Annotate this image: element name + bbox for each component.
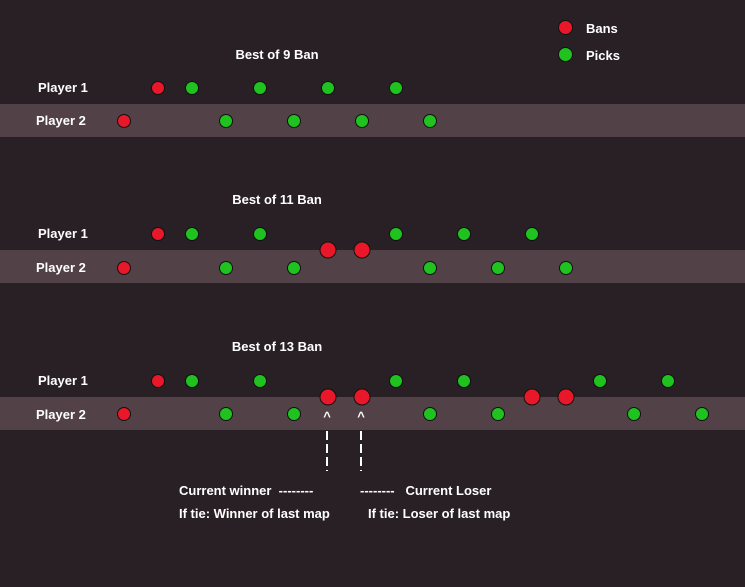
ban-dot [151,227,165,241]
player2-label-bo9: Player 2 [36,113,86,128]
ban-dot [117,407,131,421]
legend-picks-label: Picks [586,48,620,63]
player1-label-bo13: Player 1 [38,373,88,388]
pick-dot [695,407,709,421]
legend-bans-label: Bans [586,21,618,36]
pick-dot [525,227,539,241]
pick-dot [457,374,471,388]
pick-dot [423,407,437,421]
ban-dot [151,81,165,95]
dashed-line-loser [360,431,362,471]
pick-dot [219,407,233,421]
pick-dot [253,227,267,241]
current-winner-label: Current winner -------- [179,483,314,498]
pick-dot [287,261,301,275]
diagram-title-bo9: Best of 9 Ban [235,47,319,62]
diagram-title-bo11: Best of 11 Ban [232,192,322,207]
legend-bans-dot [558,20,573,35]
pick-dot [593,374,607,388]
ban-dot [117,261,131,275]
dashed-line-winner [326,431,328,471]
pick-dot [389,374,403,388]
ban-dot [117,114,131,128]
caret-winner: ^ [323,409,331,424]
pick-dot [559,261,573,275]
pick-dot [423,261,437,275]
pick-dot [491,407,505,421]
diagram-title-bo13: Best of 13 Ban [231,339,323,354]
pick-dot [253,81,267,95]
player2-label-bo13: Player 2 [36,407,86,422]
pick-dot [287,114,301,128]
current-loser-label: -------- Current Loser [360,483,492,498]
pick-dot [423,114,437,128]
player2-label-bo11: Player 2 [36,260,86,275]
winner-tie-label: If tie: Winner of last map [179,506,330,521]
loser-tie-label: If tie: Loser of last map [368,506,511,521]
player1-label-bo11: Player 1 [38,226,88,241]
ban-dot [151,374,165,388]
pick-dot [185,227,199,241]
pick-dot [491,261,505,275]
pick-dot [661,374,675,388]
pick-dot [355,114,369,128]
pick-dot [219,261,233,275]
ban-dot [353,388,371,406]
pick-dot [389,227,403,241]
pick-dot [287,407,301,421]
ban-dot [319,241,337,259]
legend-picks-dot [558,47,573,62]
pick-dot [321,81,335,95]
pick-dot [185,374,199,388]
ban-dot [557,388,575,406]
ban-dot [523,388,541,406]
pick-dot [253,374,267,388]
player2-row-band-bo9 [0,104,745,137]
pick-dot [389,81,403,95]
caret-loser: ^ [357,409,365,424]
pick-dot [219,114,233,128]
pick-dot [185,81,199,95]
ban-dot [353,241,371,259]
pick-dot [457,227,471,241]
player2-row-band-bo11 [0,250,745,283]
player1-label-bo9: Player 1 [38,80,88,95]
pick-dot [627,407,641,421]
ban-dot [319,388,337,406]
